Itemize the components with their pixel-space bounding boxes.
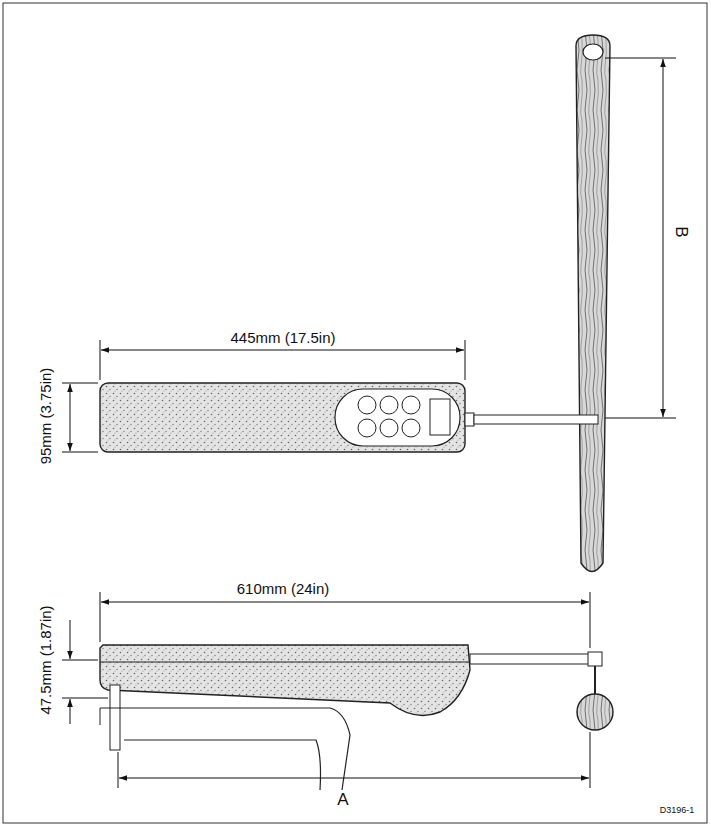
dimension-label: 445mm (17.5in) xyxy=(227,329,338,346)
dimension-b xyxy=(605,58,676,418)
dimension-a xyxy=(118,732,590,788)
pilot-side-view xyxy=(100,645,613,790)
frame xyxy=(3,3,707,823)
dimension-95 xyxy=(62,383,98,452)
dimension-label: 610mm (24in) xyxy=(234,580,333,597)
tiller-top-view xyxy=(576,35,610,572)
pilot-top-view xyxy=(100,383,598,452)
dimension-letter: B xyxy=(671,223,691,240)
dimension-label: 95mm (3.75in) xyxy=(37,365,54,468)
dimension-label: 47.5mm (1.87in) xyxy=(37,602,54,717)
dimension-47-5 xyxy=(62,620,108,724)
dimension-letter: A xyxy=(334,790,351,810)
dimension-610 xyxy=(100,592,590,648)
drawing-number: D3196-1 xyxy=(657,805,698,815)
